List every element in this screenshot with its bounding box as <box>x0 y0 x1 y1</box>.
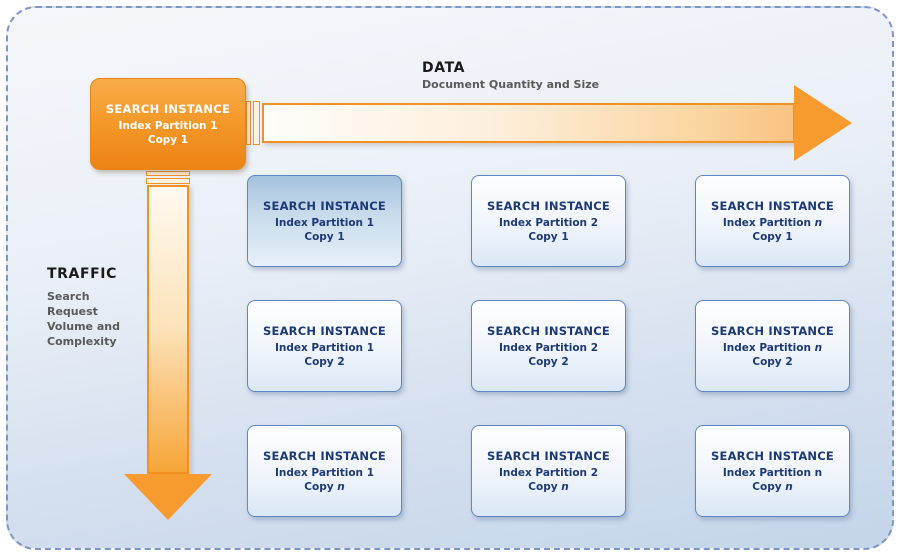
data-arrow-shaft <box>262 103 795 143</box>
search-instance-box: SEARCH INSTANCE Index Partition 1 Copy n <box>247 425 402 517</box>
search-instance-box: SEARCH INSTANCE Index Partition n Copy 1 <box>695 175 850 267</box>
search-instance-copy: Copy 1 <box>304 230 345 243</box>
search-instance-partition: Index Partition 1 <box>274 466 375 479</box>
search-instance-copy: Copy 1 <box>147 133 189 146</box>
search-instance-copy: Copy 1 <box>752 230 793 243</box>
traffic-arrow-shaft <box>147 185 189 474</box>
search-instance-box: SEARCH INSTANCE Index Partition n Copy n <box>695 425 850 517</box>
search-instance-grid: SEARCH INSTANCE Index Partition 1 Copy 1… <box>247 175 850 517</box>
traffic-axis-subtitle-line: Search <box>47 290 90 303</box>
search-instance-box: SEARCH INSTANCE Index Partition 2 Copy n <box>471 425 626 517</box>
data-arrow-connector <box>246 101 251 145</box>
data-axis-title: DATA <box>422 60 466 76</box>
search-instance-copy: Copy n <box>528 480 569 493</box>
search-instance-title: SEARCH INSTANCE <box>487 448 610 463</box>
search-instance-title: SEARCH INSTANCE <box>263 323 386 338</box>
traffic-axis-label: TRAFFIC Search Request Volume and Comple… <box>47 266 147 349</box>
search-instance-partition: Index Partition 1 <box>274 341 375 354</box>
search-instance-partition: Index Partition n <box>722 341 823 354</box>
traffic-arrow-connector <box>146 171 190 176</box>
search-instance-box: SEARCH INSTANCE Index Partition 1 Copy 2 <box>247 300 402 392</box>
search-instance-box: SEARCH INSTANCE Index Partition n Copy 2 <box>695 300 850 392</box>
search-instance-partition: Index Partition 1 <box>118 119 218 132</box>
search-instance-box: SEARCH INSTANCE Index Partition 2 Copy 2 <box>471 300 626 392</box>
search-instance-copy: Copy 2 <box>304 355 345 368</box>
traffic-axis-subtitle-line: Request <box>47 305 98 318</box>
traffic-axis-subtitle-line: Complexity <box>47 335 117 348</box>
search-instance-partition: Index Partition 2 <box>498 216 599 229</box>
data-axis-label: DATA Document Quantity and Size <box>422 60 599 91</box>
search-instance-title: SEARCH INSTANCE <box>263 198 386 213</box>
data-arrow-connector <box>253 101 260 145</box>
search-instance-title: SEARCH INSTANCE <box>711 323 834 338</box>
search-instance-title: SEARCH INSTANCE <box>263 448 386 463</box>
search-instance-box: SEARCH INSTANCE Index Partition 1 Copy 1 <box>247 175 402 267</box>
search-instance-title: SEARCH INSTANCE <box>487 323 610 338</box>
search-instance-copy: Copy n <box>752 480 793 493</box>
search-instance-partition: Index Partition 1 <box>274 216 375 229</box>
search-instance-copy: Copy 1 <box>528 230 569 243</box>
search-instance-partition: Index Partition 2 <box>498 466 599 479</box>
traffic-axis-title: TRAFFIC <box>47 266 117 282</box>
search-instance-partition: Index Partition 2 <box>498 341 599 354</box>
search-instance-title: SEARCH INSTANCE <box>711 448 834 463</box>
search-instance-box: SEARCH INSTANCE Index Partition 2 Copy 1 <box>471 175 626 267</box>
search-instance-copy: Copy 2 <box>752 355 793 368</box>
search-instance-title: SEARCH INSTANCE <box>711 198 834 213</box>
traffic-arrow-connector <box>146 178 190 184</box>
primary-search-instance-box: SEARCH INSTANCE Index Partition 1 Copy 1 <box>90 78 246 170</box>
search-instance-copy: Copy 2 <box>528 355 569 368</box>
search-instance-partition: Index Partition n <box>722 216 823 229</box>
traffic-axis-subtitle-line: Volume and <box>47 320 120 333</box>
search-instance-title: SEARCH INSTANCE <box>105 101 231 116</box>
search-instance-copy: Copy n <box>304 480 345 493</box>
data-axis-subtitle: Document Quantity and Size <box>422 78 600 91</box>
search-instance-title: SEARCH INSTANCE <box>487 198 610 213</box>
search-instance-partition: Index Partition n <box>722 466 823 479</box>
